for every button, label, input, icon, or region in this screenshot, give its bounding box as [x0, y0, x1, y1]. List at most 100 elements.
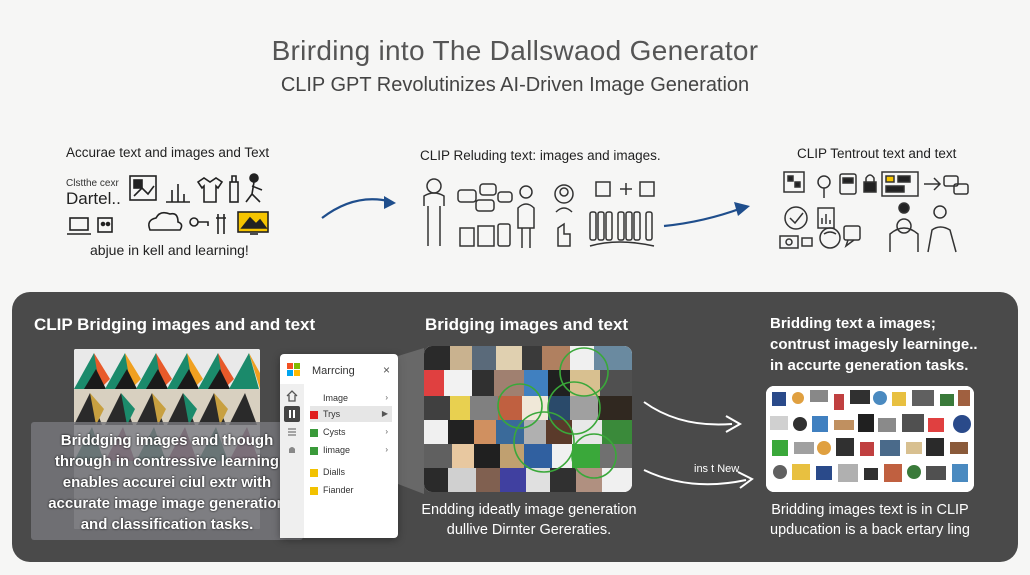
menu-item-fiander[interactable]: Fiander — [310, 482, 392, 498]
device-icon — [839, 173, 857, 195]
col3-caption: Bridding images text is in CLIP upducati… — [752, 500, 988, 540]
speech-icon — [943, 175, 969, 195]
overlay-caption-line: and classification tasks. — [80, 516, 254, 533]
check-badge-icon — [784, 206, 808, 230]
qr-icon — [783, 171, 805, 193]
menu-item-swatch — [310, 395, 318, 403]
home-icon[interactable] — [286, 390, 298, 402]
document-icons — [459, 223, 511, 247]
menu-item-cysts[interactable]: Cysts › — [310, 424, 392, 440]
chat-square-icon — [843, 225, 861, 249]
col2-caption: Endding ideatly image generation dullive… — [404, 500, 654, 540]
empty-box-icon — [595, 181, 611, 197]
arrow-right-icon — [924, 177, 942, 191]
cloud-icon — [148, 211, 183, 231]
bird-row-2 — [74, 389, 260, 425]
key-icon — [189, 217, 209, 227]
left-doc-line1: Clstthe cexr — [66, 178, 119, 189]
panel-col3-title-line: in accurte generation tasks. — [770, 357, 969, 374]
robot-icon — [97, 217, 113, 233]
overlay-caption-line: Briddging images and though — [60, 432, 274, 449]
panel-col3-title-line: Bridding text a images; — [770, 315, 936, 332]
mosaic-graphic — [424, 346, 632, 492]
chart-small-icon — [817, 207, 835, 229]
panel-col3-title-line: contrust imagesly learninge.. — [770, 336, 978, 353]
right-column-label: CLIP Tentrout text and text — [797, 146, 957, 161]
laptop-icon — [67, 217, 91, 235]
page-title: Brirding into The Dallswaod Generator — [271, 35, 759, 66]
close-icon[interactable]: × — [382, 363, 390, 377]
person-badge-icon — [889, 202, 919, 252]
context-menu[interactable]: Marrcing × Image › Trys ▶ Cysts › Iimage › D… — [280, 354, 398, 538]
overlay-caption-line: accurate image image generation — [48, 495, 286, 512]
bird-row-1 — [74, 353, 260, 389]
left-doc-line2: Dartel.. — [66, 189, 121, 208]
monitor-icon — [237, 211, 269, 235]
menu-title: Marrcing — [312, 365, 355, 377]
brain-icon — [819, 227, 841, 249]
list-icon[interactable] — [286, 426, 298, 438]
overlay-caption-line: enables accurei ciul extr with — [62, 474, 272, 491]
menu-item-iimage[interactable]: Iimage › — [310, 442, 392, 458]
overlay-caption: Briddging images and though through in c… — [34, 430, 300, 535]
bell-icon[interactable] — [286, 444, 298, 456]
chat-bubbles-icon — [457, 183, 513, 212]
menu-item-label: Iimage — [323, 445, 351, 455]
scatter-graphic — [766, 386, 974, 492]
shirt-icon — [196, 177, 224, 203]
menu-item-swatch — [310, 446, 318, 455]
pause-icon[interactable] — [284, 406, 300, 422]
overlay-caption-box — [31, 422, 303, 540]
empty-box-icon-2 — [639, 181, 655, 197]
menu-item-swatch — [310, 468, 318, 477]
panel-col1-title: CLIP Bridging images and and text — [34, 315, 316, 334]
arrow-label: ins t New — [694, 463, 740, 475]
panel-col3-title: Bridding text a images; contrust imagesl… — [770, 313, 978, 376]
menu-item-label: Dialls — [323, 467, 346, 477]
overlay-caption-line: through in contressive learning — [54, 453, 280, 470]
panel-col2-title: Bridging images and text — [425, 315, 629, 334]
menu-item-swatch — [310, 428, 318, 437]
plus-icon — [620, 183, 632, 195]
left-icon-cluster — [129, 173, 269, 235]
menu-item-label: Fiander — [323, 485, 354, 495]
chart-icon — [166, 184, 190, 203]
play-arrow-icon: ▶ — [381, 409, 388, 418]
person-seated-icon — [927, 205, 957, 253]
camera-icon — [779, 235, 813, 249]
person-walking-icon — [245, 173, 263, 203]
chevron-right-icon: › — [385, 393, 388, 402]
person-icon — [423, 178, 445, 246]
middle-column-label: CLIP Reluding text: images and images. — [420, 148, 661, 163]
menu-item-label: Image — [323, 393, 349, 403]
chevron-right-icon: › — [385, 427, 388, 436]
menu-item-swatch — [310, 486, 318, 495]
image-mosaic-right — [766, 386, 974, 492]
callout-connector — [398, 348, 424, 494]
menu-item-label: Cysts — [323, 427, 346, 437]
windows-logo-icon — [287, 363, 300, 376]
image-mosaic-middle — [424, 346, 632, 492]
mosaic-tiles — [424, 346, 632, 492]
flow-arrow-1 — [321, 196, 396, 219]
menu-item-swatch — [310, 410, 318, 419]
bottle-icon — [229, 175, 239, 203]
lock-icon — [863, 174, 877, 193]
hand-pointer-icon — [557, 222, 571, 247]
middle-icon-cluster — [423, 178, 655, 248]
green-rings — [497, 347, 617, 479]
menu-item-dialls[interactable]: Dialls — [310, 464, 392, 480]
image-frame-icon — [129, 175, 157, 201]
chevron-right-icon: › — [385, 445, 388, 454]
node-icon — [817, 175, 831, 198]
menu-item-label: Trys — [323, 409, 341, 419]
col2-caption-line: dullive Dirnter Gereraties. — [446, 522, 612, 538]
person-outline-icon — [517, 185, 535, 248]
left-icon-row2 — [67, 217, 113, 235]
menu-item-image[interactable]: Image › — [310, 390, 392, 406]
tools-icon — [216, 214, 226, 234]
palette-icon — [881, 171, 919, 197]
left-column-label: Accurae text and images and Text — [66, 145, 270, 160]
flow-arrow-2 — [663, 202, 750, 228]
menu-item-trys[interactable]: Trys ▶ — [310, 406, 392, 422]
